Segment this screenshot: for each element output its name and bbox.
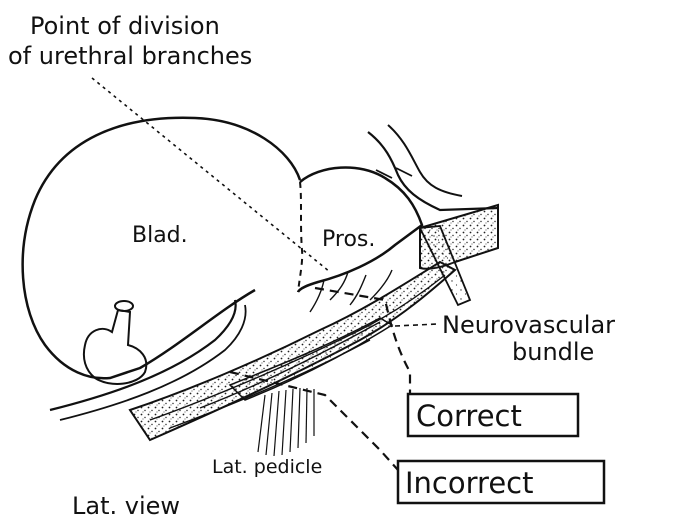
lateral-pedicle	[258, 388, 314, 456]
point-of-division-leader	[92, 78, 330, 272]
correct-label: Correct	[416, 399, 522, 433]
lateral-pedicle-label: Lat. pedicle	[212, 456, 322, 478]
bladder-outline	[23, 118, 300, 379]
point-of-division-label-line2: of urethral branches	[8, 42, 252, 70]
neurovascular-leader	[395, 324, 438, 326]
bladder-prostate-junction	[298, 182, 302, 292]
bladder-label: Blad.	[132, 223, 188, 248]
vas-end	[115, 301, 133, 311]
lateral-view-label: Lat. view	[72, 492, 180, 520]
prostate-label: Pros.	[322, 227, 375, 252]
incorrect-label: Incorrect	[405, 466, 533, 500]
neurovascular-label-line1: Neurovascular	[442, 311, 615, 339]
seminal-vesicle	[84, 310, 146, 384]
neurovascular-label-line2: bundle	[512, 338, 594, 366]
neurovascular-bundle	[130, 262, 455, 440]
urethra-upper-wall	[368, 132, 498, 210]
point-of-division-label-line1: Point of division	[30, 12, 220, 40]
urethra-lower-wall	[388, 125, 462, 196]
